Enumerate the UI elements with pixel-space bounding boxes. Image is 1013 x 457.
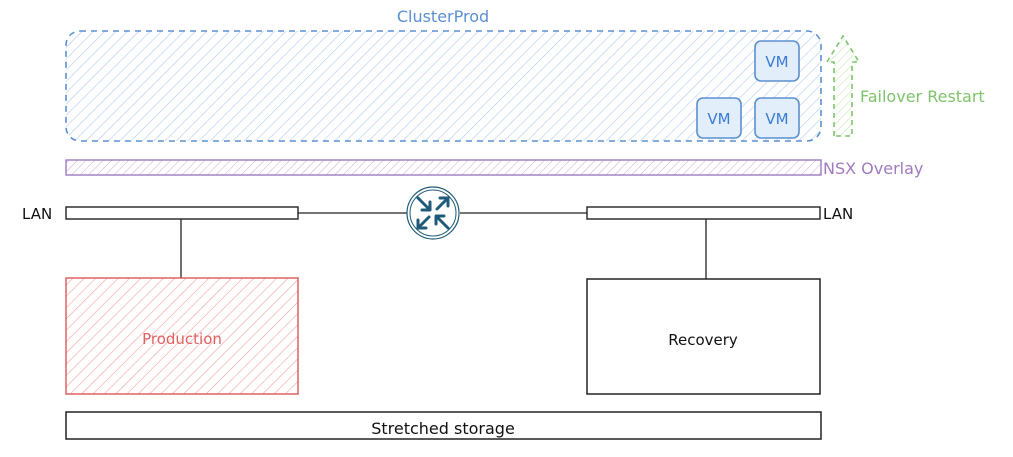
recovery-site: Recovery bbox=[586, 278, 821, 395]
vm-label: VM bbox=[765, 53, 788, 71]
failover-label: Failover Restart bbox=[860, 87, 985, 106]
vm-box: VM bbox=[696, 97, 742, 139]
nsx-overlay-label: NSX Overlay bbox=[823, 159, 923, 178]
failover-arrow: Failover Restart bbox=[825, 34, 985, 137]
lan-left-label: LAN bbox=[22, 205, 52, 223]
vm-box: VM bbox=[754, 97, 800, 139]
cluster-prod: ClusterProd VM VM VM bbox=[65, 7, 822, 142]
lan-right-label: LAN bbox=[823, 205, 853, 223]
router-icon bbox=[406, 186, 460, 240]
nsx-overlay: NSX Overlay bbox=[65, 159, 923, 178]
lan-right: LAN bbox=[586, 205, 853, 223]
vm-box: VM bbox=[754, 40, 800, 82]
vm-label: VM bbox=[707, 110, 730, 128]
production-site: Production bbox=[65, 277, 299, 395]
storage-label: Stretched storage bbox=[371, 419, 515, 438]
recovery-label: Recovery bbox=[668, 331, 738, 349]
cluster-title: ClusterProd bbox=[397, 7, 489, 26]
stretched-storage: Stretched storage bbox=[65, 411, 822, 440]
lan-left: LAN bbox=[22, 205, 299, 223]
production-label: Production bbox=[142, 330, 222, 348]
vm-label: VM bbox=[765, 110, 788, 128]
